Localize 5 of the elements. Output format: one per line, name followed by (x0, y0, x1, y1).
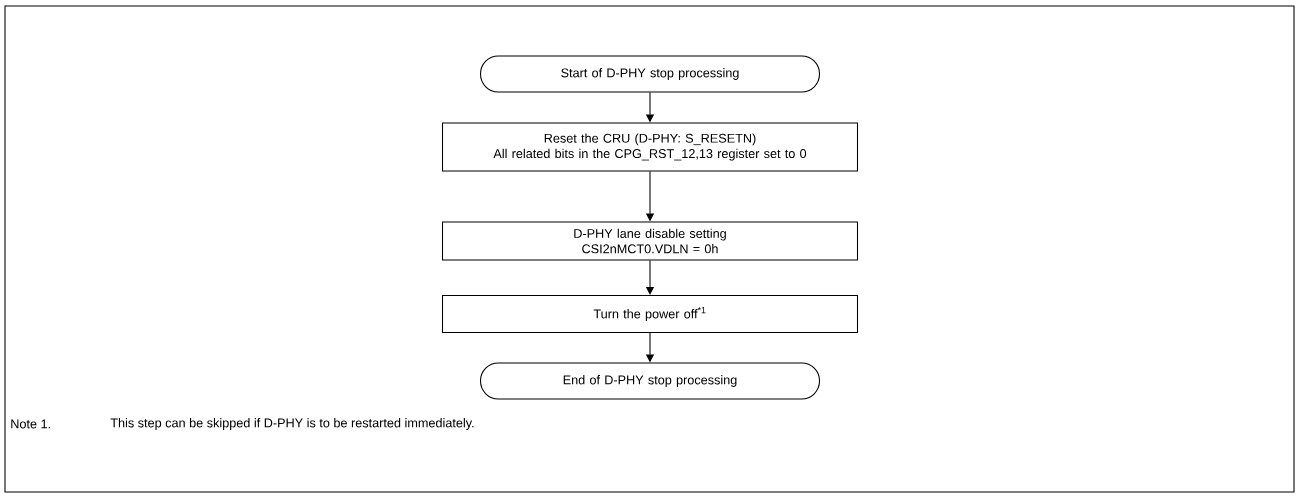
process-box: Turn the power off$^{*1}$ (441, 294, 859, 334)
note-text: This step can be skipped if D-PHY is to be restarted immediately. (110, 418, 474, 430)
process-box: D-PHY lane disable setting CSI2nMCT0.VDLN = 0h (441, 221, 859, 261)
process-box: Reset the CRU (D-PHY: S_RESETN) All related bits in the CPG_RST_12,13 register set to 0 (441, 122, 859, 172)
note-text: Note 1. (11, 419, 50, 429)
